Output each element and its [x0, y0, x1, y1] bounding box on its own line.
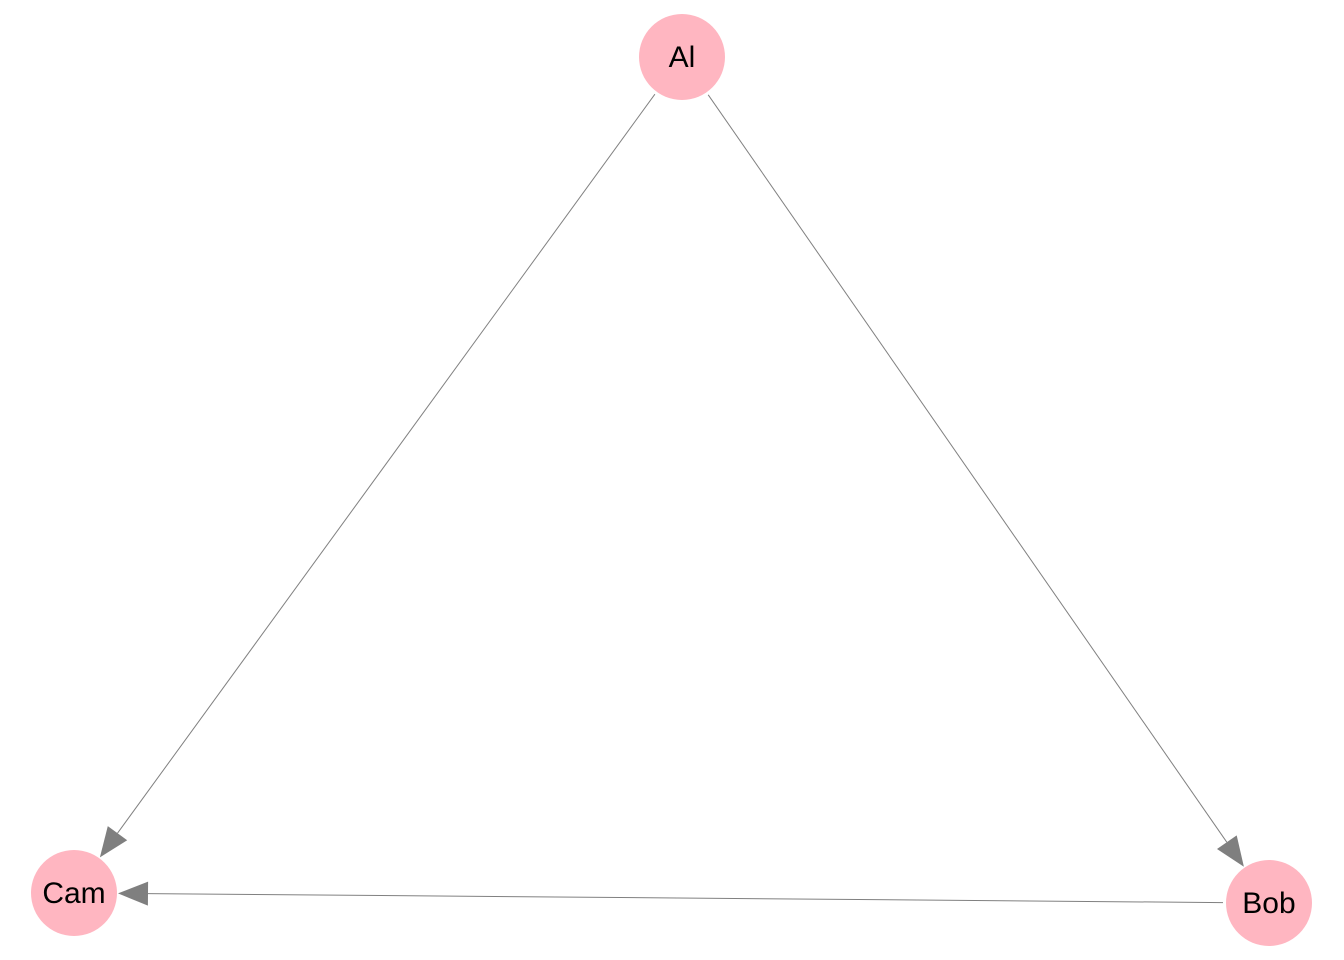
arrowhead-icon	[99, 826, 128, 858]
node-layer: Al Bob Cam	[31, 14, 1312, 946]
arrowhead-icon	[118, 881, 149, 906]
node-cam[interactable]: Cam	[31, 850, 117, 936]
node-cam-label: Cam	[42, 877, 105, 910]
edge-al-bob[interactable]	[707, 94, 1244, 867]
edge-line-al-bob	[707, 94, 1228, 843]
node-al-label: Al	[669, 41, 696, 74]
node-bob[interactable]: Bob	[1226, 860, 1312, 946]
edge-al-cam[interactable]	[99, 93, 656, 858]
node-bob-circle	[1226, 860, 1312, 946]
edge-layer	[99, 93, 1244, 906]
node-cam-circle	[31, 850, 117, 936]
arrowhead-icon	[1217, 835, 1244, 867]
edge-bob-cam[interactable]	[118, 881, 1224, 906]
node-bob-label: Bob	[1242, 887, 1295, 920]
edge-line-al-cam	[117, 93, 656, 834]
edge-line-bob-cam	[147, 893, 1224, 904]
node-al[interactable]: Al	[639, 14, 725, 100]
node-al-circle	[639, 14, 725, 100]
